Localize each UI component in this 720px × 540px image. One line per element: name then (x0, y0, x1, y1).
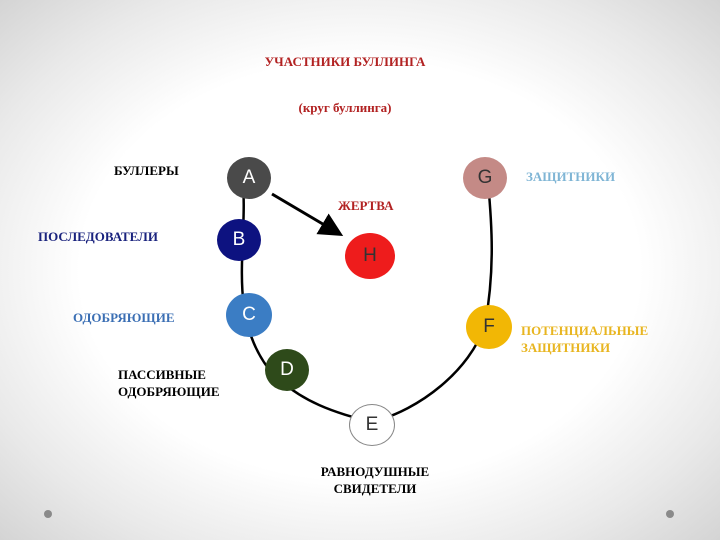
node-h: H (345, 233, 395, 279)
node-d: D (265, 349, 309, 391)
diagram-subtitle: (круг буллинга) (298, 100, 392, 115)
node-b: B (217, 219, 261, 261)
label-indifferent-witnesses: РАВНОДУШНЫЕ СВИДЕТЕЛИ (300, 463, 450, 497)
diagram-title: УЧАСТНИКИ БУЛЛИНГА (264, 54, 426, 69)
label-indifferent-witnesses-line2: СВИДЕТЕЛИ (333, 481, 417, 496)
node-a: A (227, 157, 271, 199)
label-bullies: БУЛЛЕРЫ (114, 163, 179, 178)
label-passive-approvers-line2: ОДОБРЯЮЩИЕ (118, 384, 220, 399)
decorative-dot-right (666, 510, 674, 518)
node-e: E (349, 404, 395, 446)
label-defenders: ЗАЩИТНИКИ (526, 169, 616, 184)
label-passive-approvers-line1: ПАССИВНЫЕ (118, 367, 206, 382)
node-c: C (226, 293, 272, 337)
label-indifferent-witnesses-line1: РАВНОДУШНЫЕ (320, 464, 430, 479)
label-potential-defenders-line1: ПОТЕНЦИАЛЬНЫЕ (521, 323, 649, 338)
node-f: F (466, 305, 512, 349)
label-potential-defenders: ПОТЕНЦИАЛЬНЫЕ ЗАЩИТНИКИ (521, 322, 648, 356)
decorative-dot-left (44, 510, 52, 518)
label-followers: ПОСЛЕДОВАТЕЛИ (38, 229, 158, 244)
label-approvers: ОДОБРЯЮЩИЕ (73, 310, 175, 325)
label-potential-defenders-line2: ЗАЩИТНИКИ (521, 340, 611, 355)
bullying-arrow (271, 192, 344, 237)
label-victim: ЖЕРТВА (338, 198, 394, 213)
node-g: G (463, 157, 507, 199)
label-passive-approvers: ПАССИВНЫЕ ОДОБРЯЮЩИЕ (118, 366, 220, 400)
